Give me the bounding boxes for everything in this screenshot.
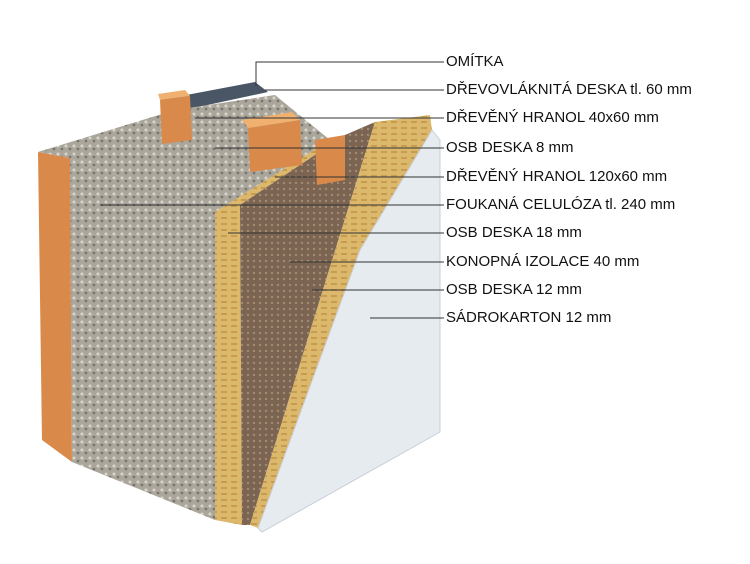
hemp-insulation xyxy=(240,122,375,525)
label-osb-12: OSB DESKA 12 mm xyxy=(446,281,582,298)
leader-lines xyxy=(100,61,444,319)
label-wood-fibre-board: DŘEVOVLÁKNITÁ DESKA tl. 60 mm xyxy=(446,81,692,98)
drywall xyxy=(257,129,441,533)
label-osb-8: OSB DESKA 8 mm xyxy=(446,139,574,156)
wood-fibre-board xyxy=(38,152,72,462)
label-plaster: OMÍTKA xyxy=(446,53,504,70)
label-beam-40x60: DŘEVĚNÝ HRANOL 40x60 mm xyxy=(446,109,659,126)
label-hemp: KONOPNÁ IZOLACE 40 mm xyxy=(446,253,640,270)
cellulose-front xyxy=(70,158,215,520)
label-drywall: SÁDROKARTON 12 mm xyxy=(446,309,612,326)
label-cellulose: FOUKANÁ CELULÓZA tl. 240 mm xyxy=(446,196,676,213)
timber-beam-40x60 xyxy=(158,90,192,144)
label-osb-18: OSB DESKA 18 mm xyxy=(446,224,582,241)
label-beam-120x60: DŘEVĚNÝ HRANOL 120x60 mm xyxy=(446,168,668,185)
osb-18-board xyxy=(215,135,345,525)
